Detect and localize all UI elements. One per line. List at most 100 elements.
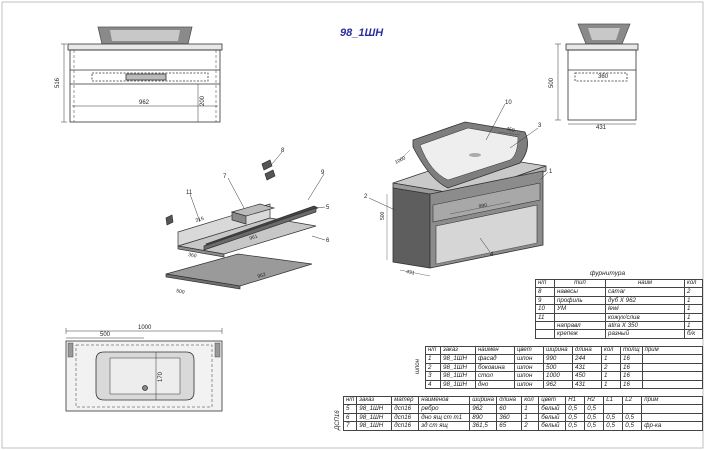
callout-4: 4	[490, 252, 494, 258]
cell: atira X 350	[605, 321, 685, 331]
cell: профиль	[554, 295, 606, 306]
ds-h-np: н/п	[342, 395, 358, 406]
top-offset-dim: 500	[100, 332, 111, 338]
cell: шпон	[514, 379, 544, 390]
cell: 1	[601, 371, 621, 381]
cell: 1	[521, 412, 540, 423]
cell	[603, 404, 624, 414]
cell: 2	[684, 287, 703, 297]
callout-6: 6	[326, 238, 330, 244]
cell: 0,5	[584, 404, 605, 414]
top-width-dim: 1000	[138, 325, 152, 331]
cell: 361,5	[469, 421, 498, 431]
fc-h-note: прим	[641, 345, 704, 356]
cell: 6	[342, 412, 358, 423]
cell	[641, 379, 704, 390]
cell: 16	[620, 354, 643, 364]
cell: крепеж	[554, 329, 606, 339]
cell: 360	[496, 412, 523, 423]
cell	[535, 321, 555, 331]
side-height-dim: 500	[549, 77, 555, 88]
cell	[641, 362, 704, 373]
cell: 98_1ШН	[356, 404, 393, 414]
cell: 98_1ШН	[440, 371, 476, 381]
cell: 98_1ШН	[440, 362, 476, 373]
cab-dim-431: 431	[406, 269, 415, 276]
hw-h-np: н/п	[535, 278, 555, 289]
front-view	[61, 26, 223, 123]
cell: 2	[601, 362, 621, 373]
cell: кожух/слив	[605, 312, 685, 323]
cell: 98_1ШН	[440, 379, 476, 390]
cell: 500	[543, 362, 573, 373]
cell: 1	[684, 321, 703, 331]
cab-dim-990: 990	[478, 202, 488, 210]
hardware-header-row: н/п тип наим кол	[535, 278, 703, 289]
ds-h-l1: L1	[603, 395, 624, 406]
cell: 0,5	[565, 421, 586, 431]
cell: 962	[543, 379, 573, 390]
parts-dim-360: 360	[188, 252, 197, 259]
cell: 2	[425, 362, 441, 373]
side-inner-dim: 360	[598, 74, 609, 80]
cell: белый	[538, 412, 567, 423]
cell: разный	[605, 329, 685, 339]
cell: 0,5	[565, 412, 586, 423]
cell: б/к	[684, 329, 703, 339]
top-sink-dim: 170	[158, 371, 164, 382]
cell: 11	[535, 312, 555, 323]
fc-h-qty: кол	[601, 345, 621, 356]
cell: 5	[342, 404, 358, 414]
cell	[554, 312, 606, 323]
cab-dim-1000: 1000	[394, 155, 407, 166]
hw-h-type: тип	[554, 278, 606, 289]
parts-dim-315: 315	[195, 216, 205, 224]
cell: 3	[425, 371, 441, 381]
dsp-header-row: н/п заказ матер наименов ширина длина ко…	[342, 395, 703, 406]
cell: шпон	[514, 354, 544, 364]
side-view	[555, 23, 639, 125]
cell: шпон	[514, 371, 544, 381]
cell	[641, 412, 703, 423]
callout-11: 11	[186, 190, 193, 196]
ds-h-l2: L2	[622, 395, 643, 406]
cell: camar	[605, 287, 685, 297]
fc-h-width: ширина	[543, 345, 573, 356]
cell: 1	[521, 404, 540, 414]
cell: белый	[538, 404, 567, 414]
fc-h-order: заказ	[440, 345, 476, 356]
cell: 244	[572, 354, 602, 364]
callout-1: 1	[549, 169, 553, 175]
cell: боковина	[475, 362, 515, 373]
front-height-dim: 516	[55, 77, 61, 88]
cell: 98_1ШН	[356, 412, 393, 423]
cell: дуб X 962	[605, 295, 685, 306]
cell: УМ	[554, 304, 606, 314]
cell: 60	[496, 404, 523, 414]
cell: 65	[496, 421, 523, 431]
cell: 4	[425, 379, 441, 390]
cell: дсп16	[391, 404, 420, 414]
top-view	[65, 328, 223, 412]
hw-h-name: наим	[605, 278, 685, 289]
cell	[641, 354, 704, 364]
ds-h-width: ширина	[469, 395, 498, 406]
parts-dim-500: 500	[176, 288, 186, 296]
cell: 1	[684, 304, 703, 314]
cab-dim-450: 450	[506, 126, 516, 134]
callout-2: 2	[364, 194, 368, 200]
cell: фасад	[475, 354, 515, 364]
cell	[535, 329, 555, 339]
cell: 1	[684, 295, 703, 306]
callout-9: 9	[321, 170, 325, 176]
fc-h-color: цвет	[514, 345, 544, 356]
cell: 1000	[543, 371, 573, 381]
